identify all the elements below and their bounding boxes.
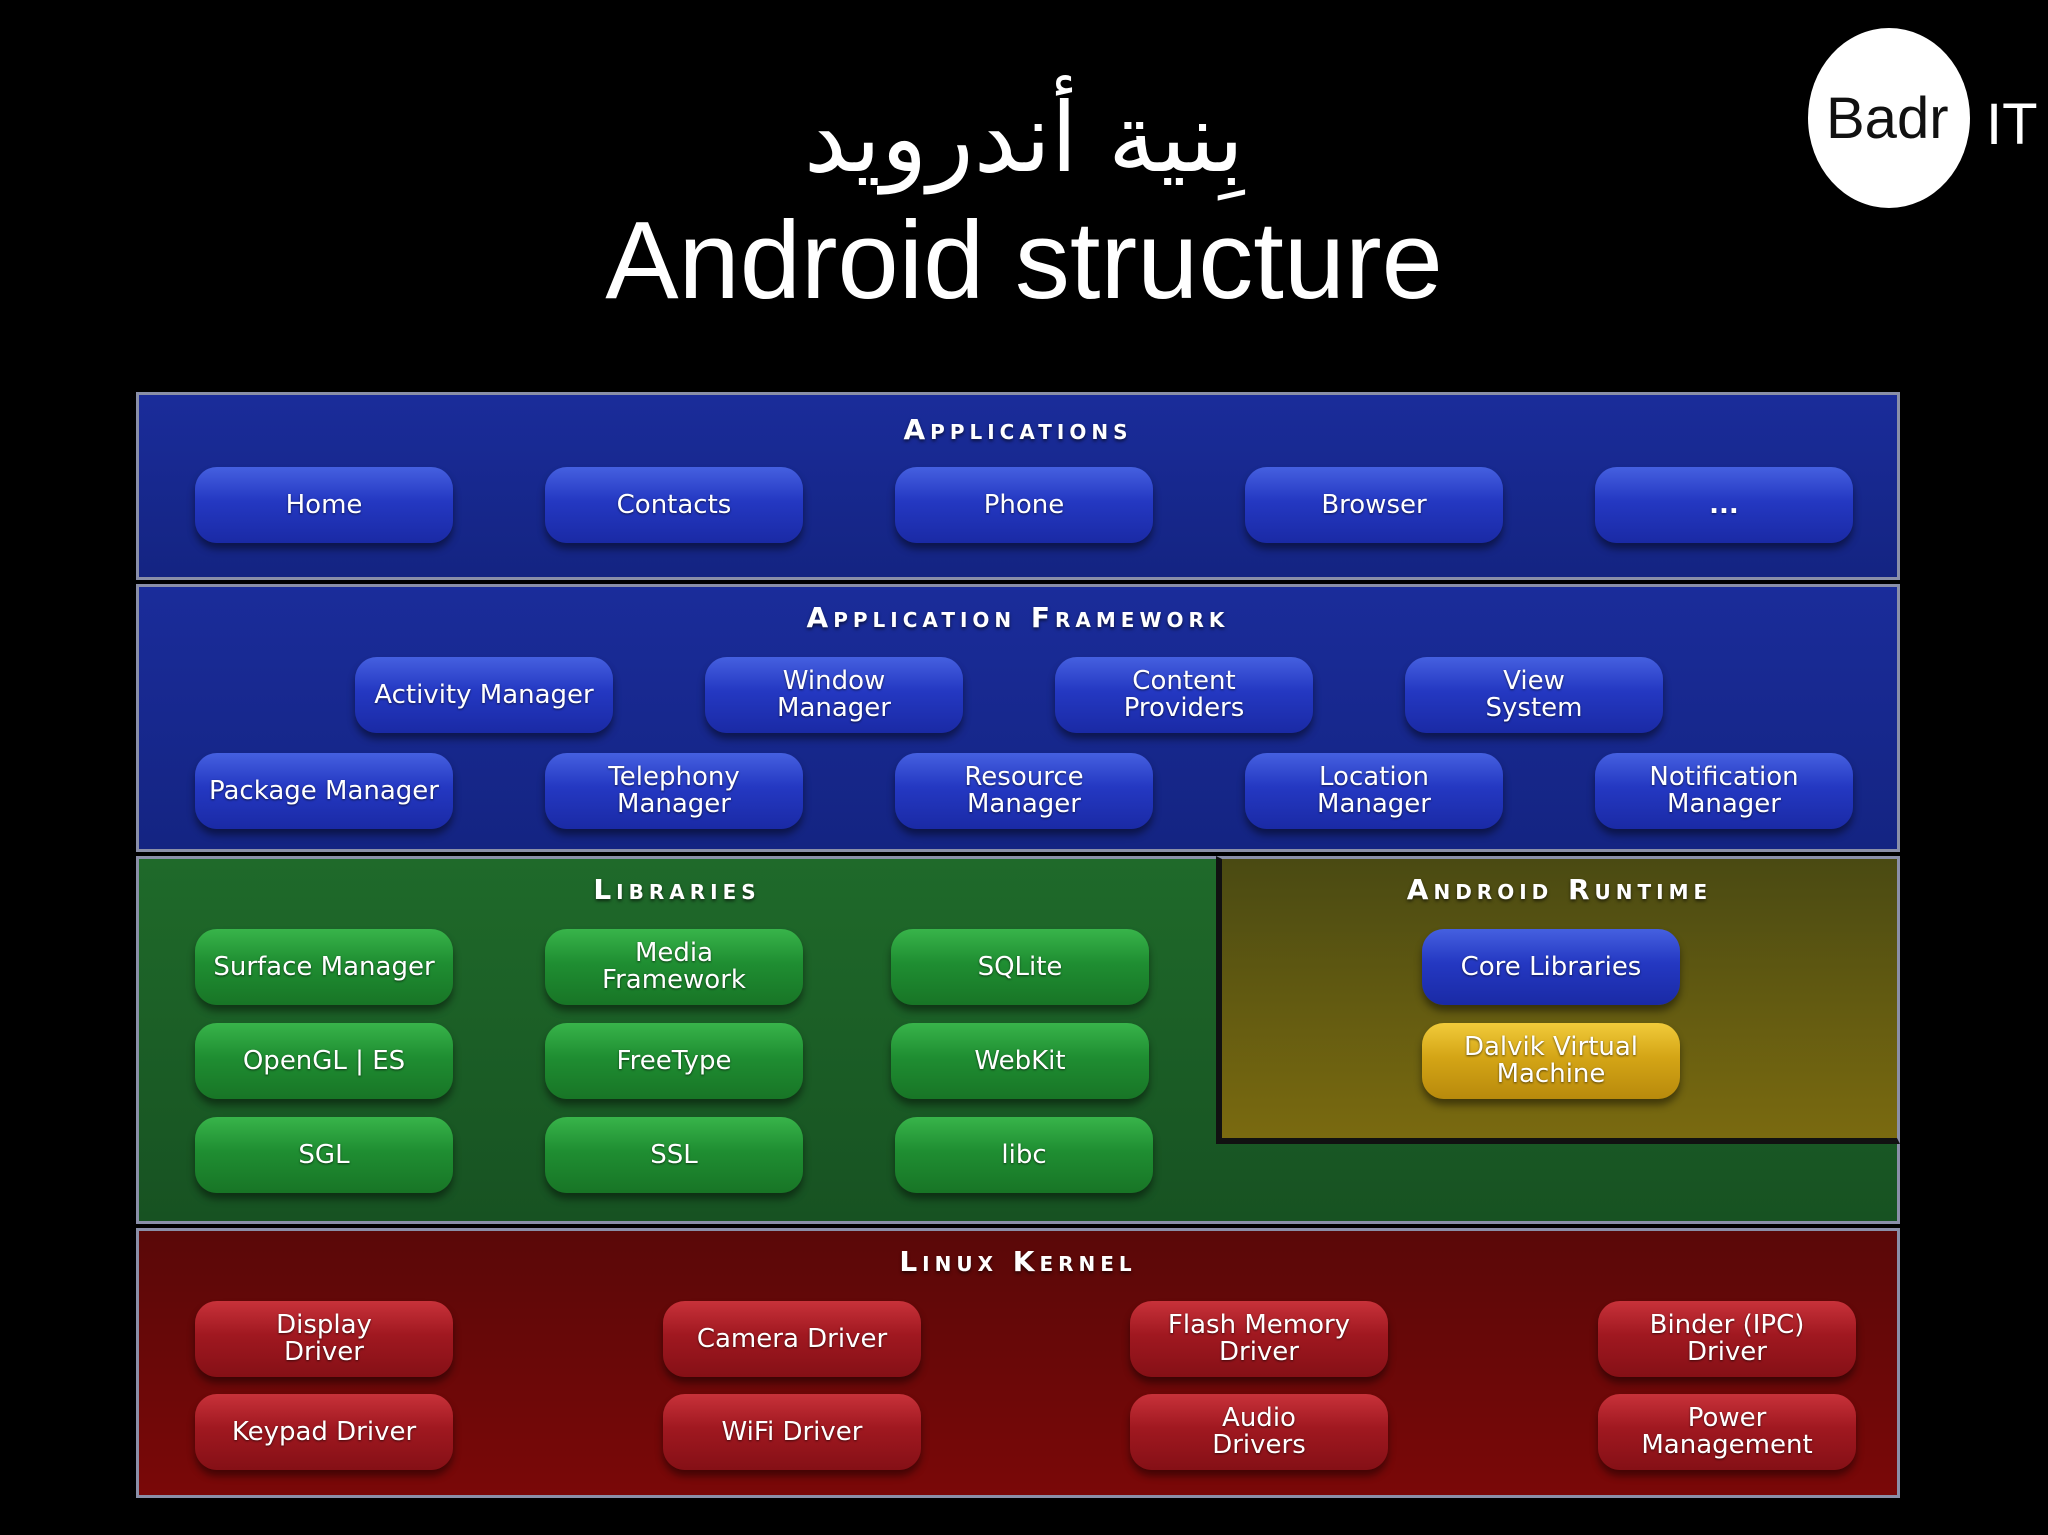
framework-activity-manager: Activity Manager (355, 657, 613, 733)
framework-resource-manager: Resource Manager (895, 753, 1153, 829)
app-home: Home (195, 467, 453, 543)
kernel-display-driver: Display Driver (195, 1301, 453, 1377)
framework-notification-manager: Notification Manager (1595, 753, 1853, 829)
app-more: ... (1595, 467, 1853, 543)
framework-window-manager: Window Manager (705, 657, 963, 733)
logo-text-badr: Badr (1826, 86, 1949, 151)
runtime-core-libraries: Core Libraries (1422, 929, 1680, 1005)
app-phone: Phone (895, 467, 1153, 543)
kernel-keypad-driver: Keypad Driver (195, 1394, 453, 1470)
lib-media-framework: Media Framework (545, 929, 803, 1005)
android-runtime-layer: Android Runtime Core Libraries Dalvik Vi… (1216, 856, 1900, 1144)
framework-package-manager: Package Manager (195, 753, 453, 829)
framework-content-providers: Content Providers (1055, 657, 1313, 733)
kernel-power-management: Power Management (1598, 1394, 1856, 1470)
application-framework-layer: Application Framework Activity Manager W… (136, 584, 1900, 852)
lib-opengl-es: OpenGL | ES (195, 1023, 453, 1099)
linux-kernel-layer: Linux Kernel Display Driver Camera Drive… (136, 1228, 1900, 1498)
framework-layer-title: Application Framework (806, 601, 1230, 634)
applications-layer-title: Applications (903, 413, 1133, 446)
lib-webkit: WebKit (891, 1023, 1149, 1099)
app-browser: Browser (1245, 467, 1503, 543)
framework-view-system: View System (1405, 657, 1663, 733)
lib-ssl: SSL (545, 1117, 803, 1193)
lib-sqlite: SQLite (891, 929, 1149, 1005)
framework-location-manager: Location Manager (1245, 753, 1503, 829)
kernel-layer-title: Linux Kernel (899, 1245, 1137, 1278)
libraries-layer-title: Libraries (593, 873, 761, 906)
runtime-dalvik-vm: Dalvik Virtual Machine (1422, 1023, 1680, 1099)
applications-layer: Applications Home Contacts Phone Browser… (136, 392, 1900, 580)
kernel-wifi-driver: WiFi Driver (663, 1394, 921, 1470)
logo-text-it: IT (1986, 92, 2038, 157)
runtime-layer-title: Android Runtime (1406, 873, 1713, 906)
page-title-arabic: بِنية أندرويد (803, 82, 1245, 194)
lib-sgl: SGL (195, 1117, 453, 1193)
framework-telephony-manager: Telephony Manager (545, 753, 803, 829)
kernel-binder-ipc-driver: Binder (IPC) Driver (1598, 1301, 1856, 1377)
kernel-audio-drivers: Audio Drivers (1130, 1394, 1388, 1470)
kernel-flash-memory-driver: Flash Memory Driver (1130, 1301, 1388, 1377)
page-title: Android structure (605, 199, 1443, 322)
app-contacts: Contacts (545, 467, 803, 543)
logo-circle (1808, 28, 1970, 208)
kernel-camera-driver: Camera Driver (663, 1301, 921, 1377)
lib-libc: libc (895, 1117, 1153, 1193)
lib-freetype: FreeType (545, 1023, 803, 1099)
lib-surface-manager: Surface Manager (195, 929, 453, 1005)
